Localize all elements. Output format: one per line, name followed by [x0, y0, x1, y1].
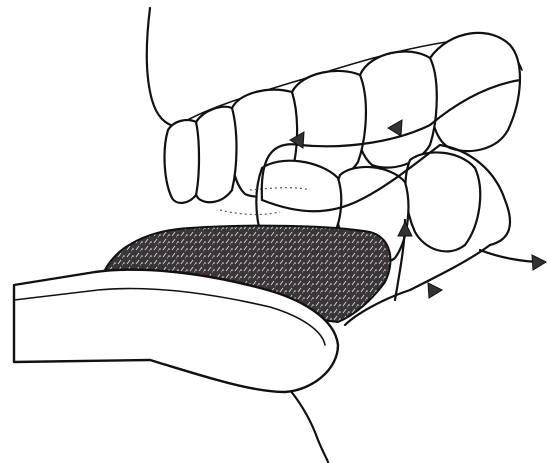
upper-lip-contour — [147, 8, 176, 127]
lower-lip-contour — [290, 390, 328, 462]
arrowhead-lower — [428, 283, 442, 298]
arrowhead-right — [532, 255, 546, 270]
tooth-lower-incisor — [405, 152, 480, 251]
toothbrush — [14, 226, 390, 392]
tooth-molar — [165, 120, 199, 203]
tooth-incisor-1 — [428, 33, 520, 151]
